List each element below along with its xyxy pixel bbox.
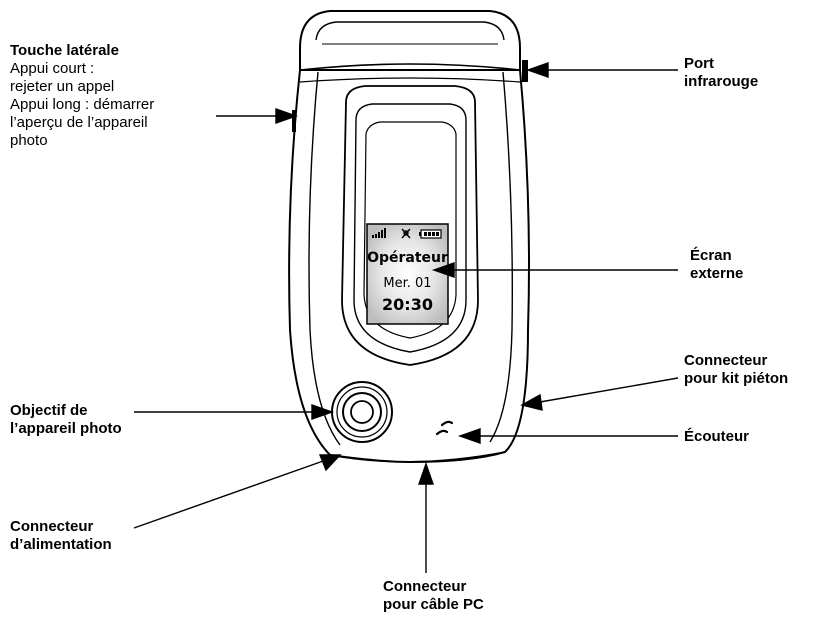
side-key-line: rejeter un appel (10, 78, 115, 95)
label-side-key: Touche latérale Appui court : rejeter un… (10, 42, 154, 150)
earpiece-icon (435, 420, 454, 436)
power-line: d’alimentation (10, 536, 112, 553)
ir-port-line: Port (684, 55, 714, 72)
headset-line: Connecteur (684, 352, 768, 369)
pc-line: pour câble PC (383, 596, 484, 613)
screen-bezel (341, 85, 479, 366)
screen-time: 20:30 (382, 295, 433, 314)
side-key-title: Touche latérale (10, 42, 119, 59)
side-key-line: Appui long : démarrer (10, 96, 155, 113)
label-power-connector: Connecteur d’alimentation (10, 518, 112, 554)
side-key-line: Appui court : (10, 60, 95, 77)
headset-line: pour kit piéton (684, 370, 789, 387)
phone-hinge (299, 10, 521, 71)
ir-port-line: infrarouge (684, 73, 759, 90)
callout-lines (133, 62, 679, 573)
ext-screen-line: externe (690, 265, 744, 282)
lens-line: l’appareil photo (10, 420, 122, 437)
label-pc-connector: Connecteur pour câble PC (383, 578, 484, 614)
pc-line: Connecteur (383, 578, 467, 595)
side-key (292, 110, 296, 132)
label-ir-port: Port infrarouge (684, 55, 758, 91)
ir-port (522, 60, 528, 82)
screen-date: Mer. 01 (383, 276, 432, 291)
power-line: Connecteur (10, 518, 94, 535)
label-headset-connector: Connecteur pour kit piéton (684, 352, 788, 388)
lens-line: Objectif de (10, 402, 88, 419)
signal-icon (372, 228, 386, 238)
battery-icon (419, 229, 442, 239)
camera-lens-icon (331, 381, 393, 443)
external-screen (366, 223, 449, 325)
side-key-line: photo (10, 132, 48, 149)
label-earpiece: Écouteur (684, 428, 750, 445)
ext-screen-line: Écran (690, 247, 732, 264)
label-camera-lens: Objectif de l’appareil photo (10, 402, 122, 438)
screen-operator: Opérateur (367, 250, 448, 266)
side-key-line: l’aperçu de l’appareil (10, 114, 148, 131)
mute-icon (401, 228, 411, 239)
label-external-screen: Écran externe (690, 247, 743, 283)
